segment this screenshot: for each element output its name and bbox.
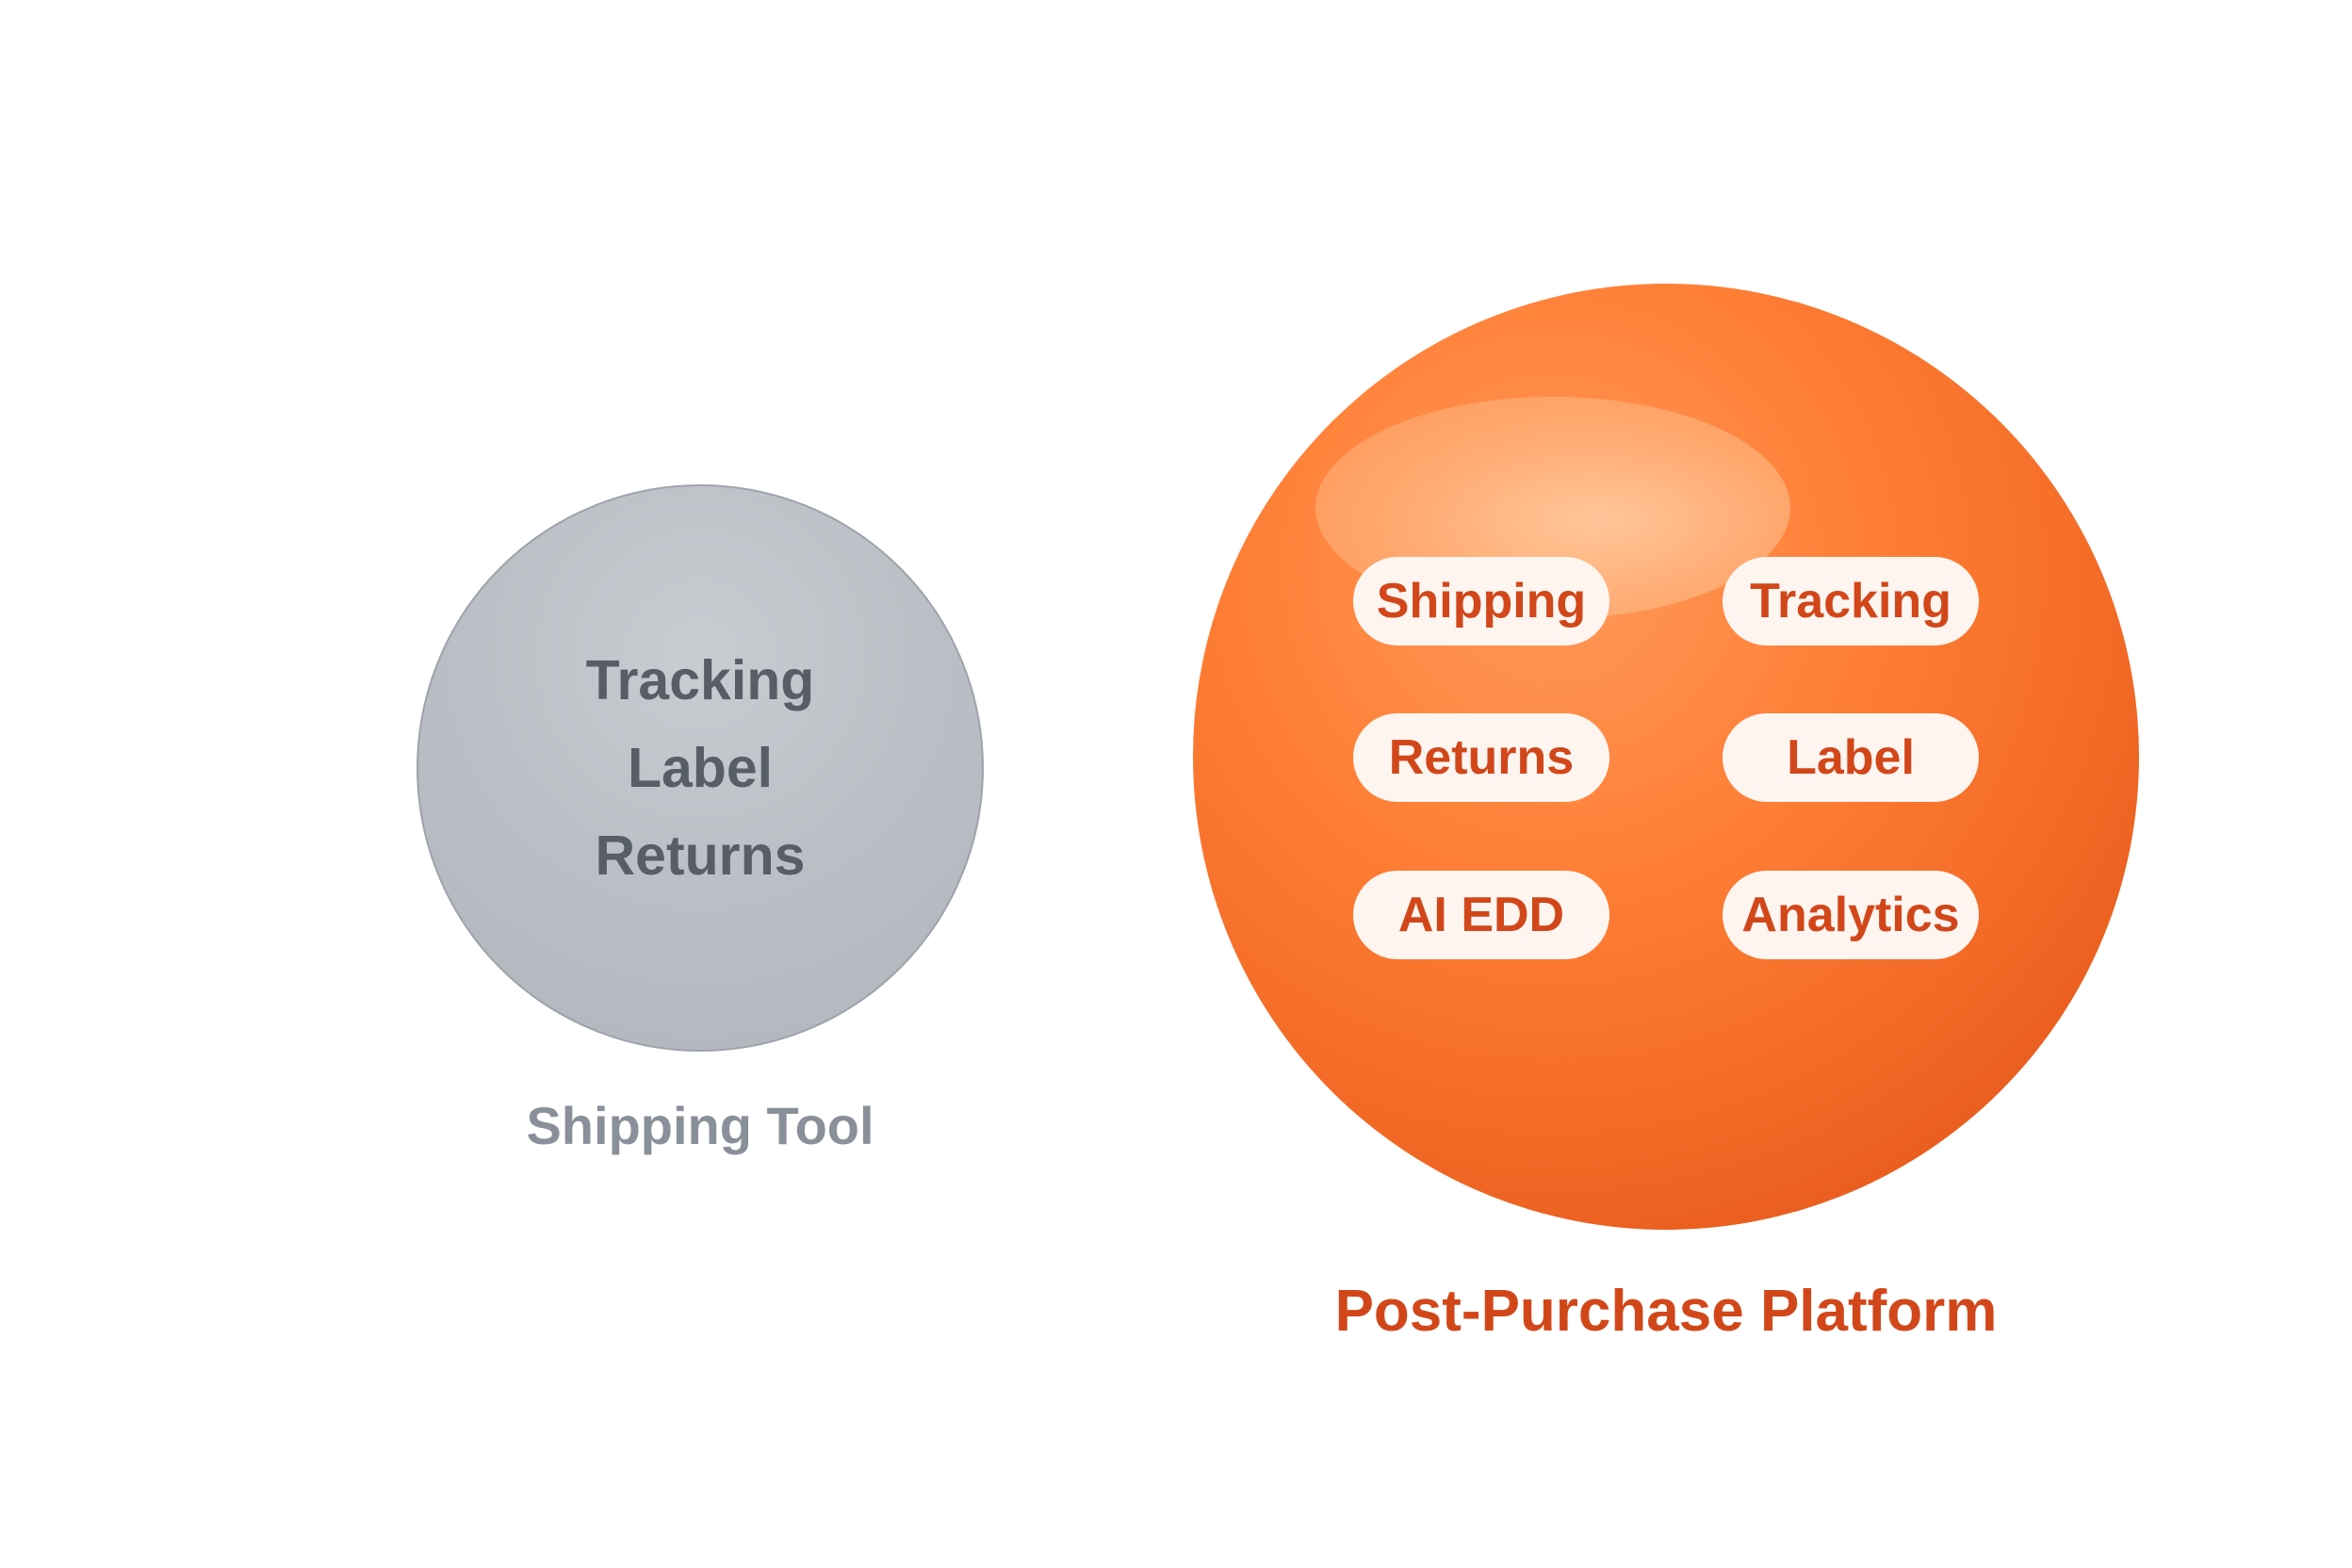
feature-pill-returns: Returns: [1353, 713, 1609, 802]
feature-pill-ai-edd: AI EDD: [1353, 871, 1609, 959]
feature-pill-tracking: Tracking: [1723, 557, 1979, 645]
feature-pill-analytics: Analytics: [1723, 871, 1979, 959]
post-purchase-platform-circle: Shipping Tracking Returns Label AI EDD A…: [1193, 284, 2139, 1230]
shipping-tool-item-returns: Returns: [595, 824, 806, 887]
shipping-tool-item-label: Label: [627, 736, 774, 799]
shipping-tool-circle: Tracking Label Returns: [416, 484, 984, 1052]
shipping-tool-caption: Shipping Tool: [526, 1096, 874, 1155]
feature-pill-shipping: Shipping: [1353, 557, 1609, 645]
post-purchase-platform-caption: Post-Purchase Platform: [1334, 1279, 1998, 1344]
shipping-tool-item-tracking: Tracking: [585, 648, 815, 711]
feature-pill-label: Label: [1723, 713, 1979, 802]
